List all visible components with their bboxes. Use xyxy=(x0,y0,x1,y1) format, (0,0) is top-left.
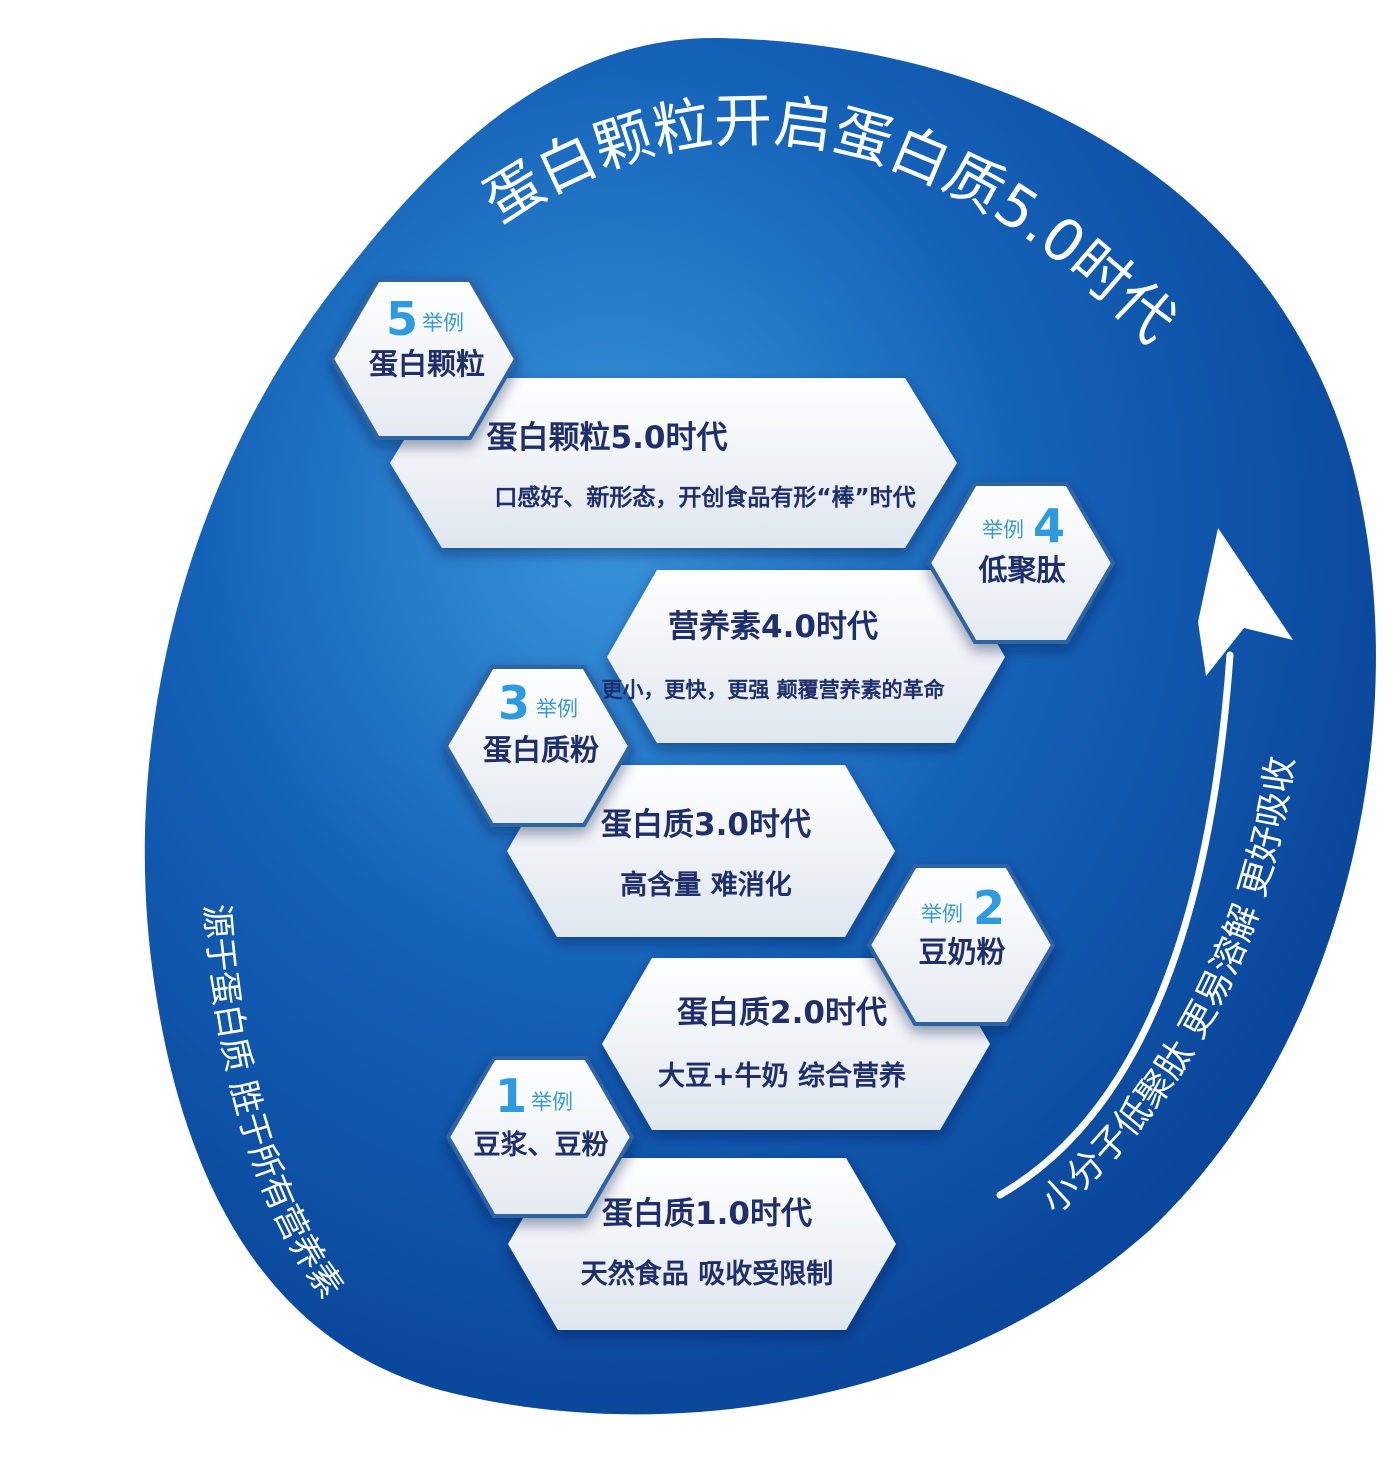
stage-2-example-label: 举例 xyxy=(921,902,963,926)
stage-4-example: 低聚肽 xyxy=(977,553,1066,587)
stage-2: 蛋白质2.0时代 大豆+牛奶 综合营养 举例 2 豆奶粉 xyxy=(602,864,1056,1130)
stage-4-era: 营养素4.0时代 xyxy=(668,609,878,645)
stage-3-box xyxy=(507,765,895,937)
stage-4-hexagon xyxy=(926,482,1116,644)
stage-1-desc: 天然食品 吸收受限制 xyxy=(581,1258,833,1290)
stage-3-hexagon xyxy=(443,665,633,827)
stage-2-box xyxy=(602,958,990,1130)
stage-1-era: 蛋白质1.0时代 xyxy=(602,1196,812,1232)
stage-5: 蛋白颗粒5.0时代 口感好、新形态，开创食品有形“棒”时代 5 举例 蛋白颗粒 xyxy=(329,278,957,548)
stage-1-number: 1 xyxy=(495,1069,527,1123)
stage-4: 营养素4.0时代 更小，更快，更强 颠覆营养素的革命 举例 4 低聚肽 xyxy=(601,482,1116,743)
stage-3-number: 3 xyxy=(498,676,530,730)
stage-2-desc: 大豆+牛奶 综合营养 xyxy=(658,1060,906,1092)
stage-5-desc: 口感好、新形态，开创食品有形“棒”时代 xyxy=(494,484,915,511)
stage-2-example: 豆奶粉 xyxy=(918,935,1005,969)
stage-2-hexagon xyxy=(866,864,1056,1026)
stage-1-hexagon xyxy=(445,1056,635,1218)
stage-5-number: 5 xyxy=(386,292,418,346)
stage-1: 蛋白质1.0时代 天然食品 吸收受限制 1 举例 豆浆、豆粉 xyxy=(445,1056,896,1330)
stage-5-era: 蛋白颗粒5.0时代 xyxy=(487,420,728,456)
stage-5-hexagon xyxy=(329,278,519,440)
stage-1-box xyxy=(508,1158,896,1330)
stage-2-number: 2 xyxy=(973,881,1005,935)
stage-3-example-label: 举例 xyxy=(536,697,578,721)
stage-3-era: 蛋白质3.0时代 xyxy=(601,807,811,843)
stage-2-era: 蛋白质2.0时代 xyxy=(677,995,887,1031)
stage-5-box xyxy=(390,378,957,548)
stage-5-example: 蛋白颗粒 xyxy=(369,347,485,381)
stage-1-example-label: 举例 xyxy=(531,1090,573,1114)
stage-3-example: 蛋白质粉 xyxy=(483,733,599,767)
stage-4-box xyxy=(607,570,1005,743)
stage-1-example: 豆浆、豆粉 xyxy=(474,1129,609,1161)
stage-4-example-label: 举例 xyxy=(982,518,1024,542)
stage-3-desc: 高含量 难消化 xyxy=(620,869,791,901)
stage-5-example-label: 举例 xyxy=(422,311,464,335)
stage-4-number: 4 xyxy=(1033,499,1065,553)
upward-arrow-icon xyxy=(996,528,1293,1199)
stage-4-desc: 更小，更快，更强 颠覆营养素的革命 xyxy=(601,678,945,702)
stage-3: 蛋白质3.0时代 高含量 难消化 3 举例 蛋白质粉 xyxy=(443,665,895,937)
